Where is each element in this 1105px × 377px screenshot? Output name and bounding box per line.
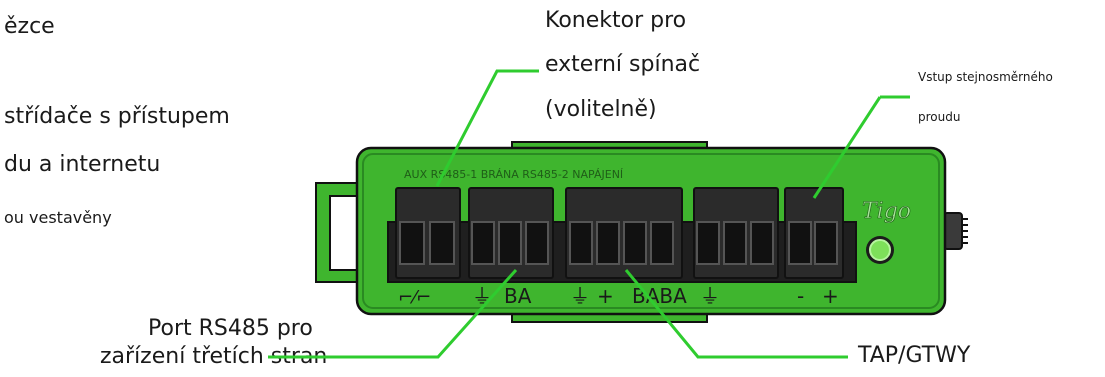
status-led bbox=[869, 239, 891, 261]
left-text-line4: ou vestavěny bbox=[4, 208, 112, 227]
brand-logo: Tigo bbox=[862, 199, 911, 224]
terminal-block-gateway bbox=[565, 187, 683, 279]
left-text-line2: střídače s přístupem bbox=[4, 104, 230, 129]
label-dc-minus: - bbox=[797, 284, 804, 308]
rs485-port-label-1: Port RS485 pro bbox=[148, 316, 313, 341]
label-rs485-1: BA bbox=[504, 284, 532, 308]
terminal-block-rs485-1 bbox=[468, 187, 554, 279]
external-switch-label-1: Konektor pro bbox=[545, 8, 687, 33]
callout-line-tap-gtwy bbox=[624, 269, 848, 359]
callout-line-dc-input bbox=[812, 95, 910, 199]
label-switch: ⌐⁄⌐ bbox=[398, 287, 431, 308]
header-label: AUX RS485-1 BRÁNA RS485-2 NAPÁJENÍ bbox=[404, 168, 623, 181]
connector-stub bbox=[943, 212, 963, 250]
dc-input-label-1: Vstup stejnosměrného bbox=[918, 70, 1053, 84]
label-gw-ground: ⏚ bbox=[570, 284, 590, 308]
tap-gtwy-label: TAP/GTWY bbox=[858, 343, 971, 368]
left-text-line1: ězce bbox=[4, 14, 55, 39]
external-switch-label-2: externí spínač bbox=[545, 52, 701, 77]
external-switch-label-3: (volitelně) bbox=[545, 97, 657, 122]
mounting-tab-left bbox=[315, 182, 363, 283]
label-rs485-2-ground: ⏚ bbox=[700, 284, 720, 308]
left-text-line3: du a internetu bbox=[4, 152, 161, 177]
dc-input-label-2: proudu bbox=[918, 110, 961, 124]
callout-line-external-switch bbox=[435, 69, 539, 187]
terminal-block-aux bbox=[395, 187, 461, 279]
label-aux-ground: ⏚ bbox=[472, 284, 492, 308]
label-gw-plus: + bbox=[597, 284, 614, 308]
callout-line-rs485-port bbox=[268, 268, 518, 359]
label-dc-plus: + bbox=[822, 284, 839, 308]
terminal-block-rs485-2 bbox=[693, 187, 779, 279]
terminal-block-dc bbox=[784, 187, 844, 279]
